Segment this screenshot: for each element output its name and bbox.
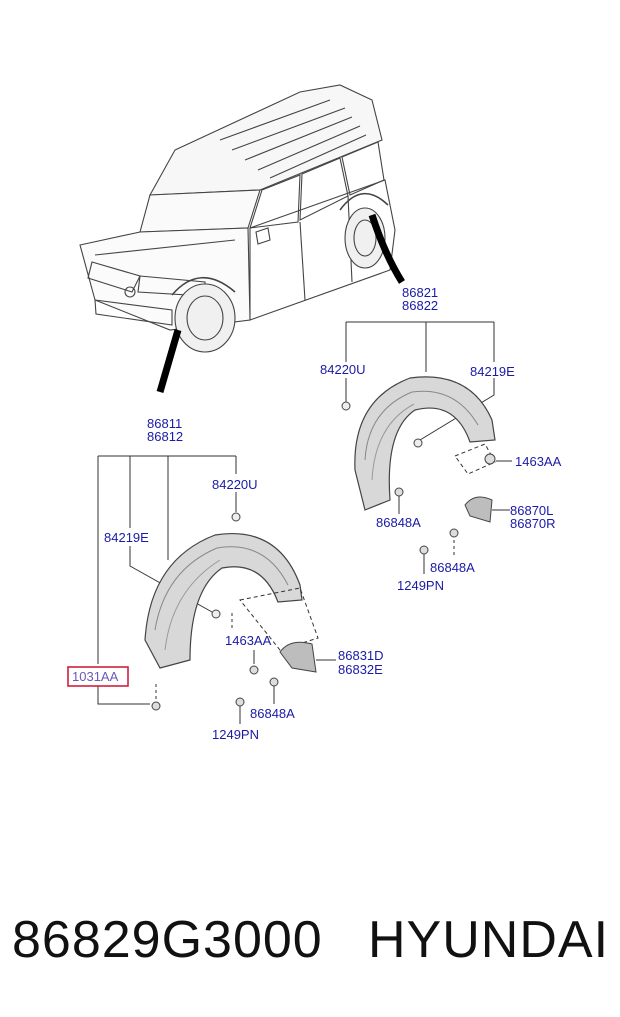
rear-clip-84220U — [341, 401, 351, 411]
callout-front-1463AA: 1463AA — [225, 633, 272, 648]
callout-86832E: 86832E — [338, 662, 383, 677]
callout-rear-86848A-left: 86848A — [376, 515, 421, 530]
rear-nut-86848A-lower — [449, 528, 459, 538]
callout-86812: 86812 — [147, 429, 183, 444]
car-illustration — [79, 84, 396, 353]
part-number-text: 86829G3000 — [12, 911, 323, 969]
callout-86811: 86811 — [147, 416, 182, 431]
rear-mud-guard — [464, 496, 493, 523]
callout-rear-84219E: 84219E — [470, 364, 515, 379]
rear-wheel-liner — [354, 376, 496, 511]
rear-nut-86848A-left — [394, 487, 404, 497]
front-screw-1463AA — [249, 665, 259, 675]
callout-86870R: 86870R — [510, 516, 556, 531]
rear-screw-1249PN — [419, 545, 429, 555]
callout-front-86848A: 86848A — [250, 706, 295, 721]
front-screw-1249PN — [235, 697, 245, 707]
rear-screw-1463AA — [484, 453, 496, 465]
rear-dashed-guide — [454, 443, 496, 475]
callout-86831D: 86831D — [338, 648, 384, 663]
front-clip-84219E — [211, 609, 221, 619]
footer: 86829G3000 HYUNDAI — [0, 905, 620, 975]
rear-clip-84219E — [413, 438, 423, 448]
brand-text: HYUNDAI — [368, 911, 610, 969]
callout-86822: 86822 — [402, 298, 438, 313]
front-mud-guard — [279, 641, 317, 673]
rear-leader-lines — [345, 321, 495, 441]
front-pointer-arrow — [156, 329, 182, 393]
callout-86821: 86821 — [402, 285, 438, 300]
callout-front-84220U: 84220U — [212, 477, 258, 492]
rear-pointer-arrow — [368, 213, 405, 284]
callout-rear-1249PN: 1249PN — [397, 578, 444, 593]
callout-86870L: 86870L — [510, 503, 553, 518]
parts-diagram: 86821 86822 84220U 84219E 1463AA 86870L … — [67, 84, 562, 742]
front-wheel-liner — [144, 533, 303, 669]
front-nut-86848A — [269, 677, 279, 687]
callout-front-1249PN: 1249PN — [212, 727, 259, 742]
highlight-box-1031AA — [67, 666, 129, 687]
callout-rear-86848A-lower: 86848A — [430, 560, 475, 575]
callout-front-84219E: 84219E — [104, 530, 149, 545]
front-clip-1031AA — [151, 701, 161, 711]
callout-rear-84220U: 84220U — [320, 362, 366, 377]
callout-1031AA: 1031AA — [72, 669, 119, 684]
front-dashed-guide — [239, 587, 319, 651]
front-clip-84220U — [231, 512, 241, 522]
callout-rear-1463AA: 1463AA — [515, 454, 562, 469]
